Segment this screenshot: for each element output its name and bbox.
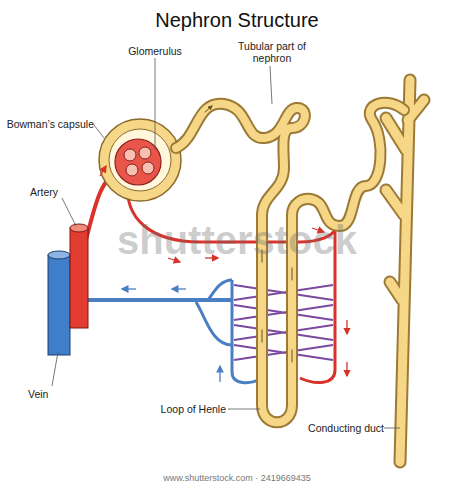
part-label: Glomerulus bbox=[110, 45, 200, 57]
part-label: Loop of Henle bbox=[140, 403, 226, 415]
bowmans-capsule bbox=[99, 119, 181, 201]
flow-arrows bbox=[100, 166, 347, 382]
title: Nephron Structure bbox=[0, 8, 474, 32]
part-label: Tubular part of nephron bbox=[236, 40, 308, 64]
collecting-duct bbox=[386, 80, 424, 462]
part-label: Vein bbox=[28, 388, 88, 400]
part-label: Bowman’s capsule bbox=[6, 118, 94, 130]
part-label: Conducting duct bbox=[300, 422, 384, 434]
watermark: shutterstock bbox=[87, 216, 387, 264]
renal-tubule bbox=[176, 103, 404, 422]
watermark: www.shutterstock.com · 2419669435 bbox=[0, 473, 474, 484]
part-label: Artery bbox=[30, 186, 90, 198]
leader-lines bbox=[52, 58, 400, 428]
